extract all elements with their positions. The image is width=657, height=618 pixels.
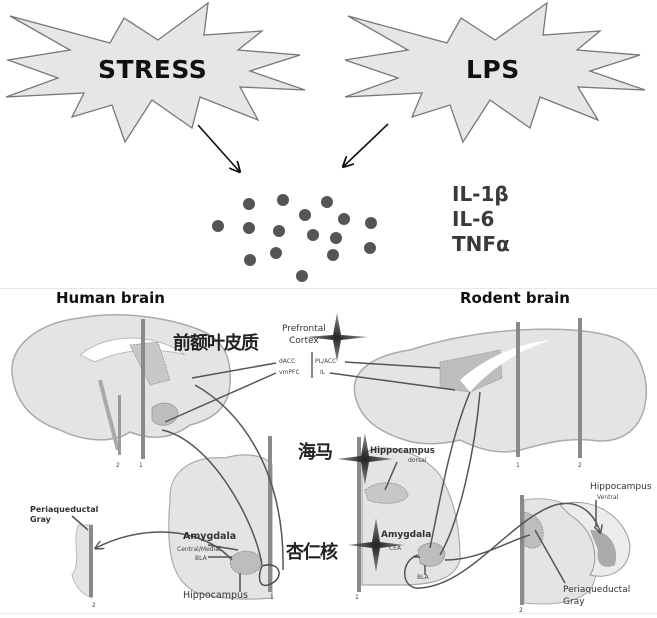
human-pag-slice xyxy=(71,524,93,599)
cytokine-dot xyxy=(296,270,308,282)
rodent-cea-label: CEA xyxy=(389,545,402,552)
hippocampus-cn-label: 海马 xyxy=(298,442,333,463)
amygdala-cn-label: 杏仁核 xyxy=(286,542,338,563)
human-section-bar-1 xyxy=(141,319,145,459)
human-section-label-1b: 1 xyxy=(270,594,274,601)
rodent-section-bar-2 xyxy=(578,318,582,458)
lps-burst xyxy=(344,1,646,144)
cytokine-dot xyxy=(299,209,311,221)
cytokine-dot xyxy=(327,249,339,261)
human-brain-title: Human brain xyxy=(56,289,165,307)
rodent-pag-label-line2: Gray xyxy=(563,597,585,607)
stress-label: STRESS xyxy=(98,55,208,84)
sparkle-star-prefrontal xyxy=(305,313,368,362)
human-section-bar-1b xyxy=(268,436,272,592)
human-bla-label: BLA xyxy=(195,555,207,562)
human-section-bar-2b xyxy=(89,525,93,597)
cytokine-dot xyxy=(244,254,256,266)
cytokine-dot xyxy=(277,194,289,206)
sparkle-star-hippocampus xyxy=(337,433,393,485)
rodent-brain-coronal xyxy=(357,437,461,592)
rodent-section-label-2: 2 xyxy=(578,462,582,469)
rodent-hippocampus-dorsal-label: Hippocampus xyxy=(370,446,435,456)
rodent-dorsal-label: dorsal xyxy=(408,457,427,464)
cytokine-dot xyxy=(270,247,282,259)
human-hippocampus-label: Hippocampus xyxy=(183,590,248,601)
human-brain-coronal xyxy=(168,436,280,600)
stress-burst xyxy=(5,1,306,144)
sparkle-star-amygdala xyxy=(348,518,404,572)
rodent-ventral-label: Ventral xyxy=(597,494,619,501)
human-pag-label-line2: Gray xyxy=(30,515,51,524)
cytokine-dot xyxy=(330,232,342,244)
cytokine-dot xyxy=(365,217,377,229)
cytokine-il1b: IL-1β xyxy=(452,182,509,206)
lps-label: LPS xyxy=(466,55,520,84)
prefrontal-en-line1: Prefrontal xyxy=(282,324,326,334)
rodent-brain-coronal-2 xyxy=(520,495,631,605)
cytokine-dot xyxy=(338,213,350,225)
cytokine-dot xyxy=(243,198,255,210)
lps-arrow xyxy=(344,123,389,166)
cytokine-dot xyxy=(321,196,333,208)
rodent-section-bar-1 xyxy=(516,322,520,457)
rodent-pag-label-line1: Periaqueductal xyxy=(563,585,631,595)
prefrontal-en-line2: Cortex xyxy=(289,336,319,346)
bottom-border xyxy=(0,613,657,614)
rodent-placc-label: PL/ACC xyxy=(315,358,337,365)
human-section-label-2: 2 xyxy=(116,462,120,469)
cytokine-dot xyxy=(307,229,319,241)
stress-arrow xyxy=(197,124,239,171)
rodent-hippocampus-ventral-label: Hippocampus xyxy=(590,482,652,492)
rodent-section-label-1b: 1 xyxy=(355,594,359,601)
rodent-bla-label: BLA xyxy=(417,574,429,581)
human-section-label-2b: 2 xyxy=(92,602,96,609)
rodent-section-label-1: 1 xyxy=(516,462,520,469)
human-dacc-label: dACC xyxy=(279,358,296,365)
cytokine-il6: IL-6 xyxy=(452,207,495,231)
human-vmpfc-label: vmPFC xyxy=(279,369,300,376)
human-amygdala-label: Amygdala xyxy=(183,531,237,542)
rodent-brain-sagittal xyxy=(353,318,647,458)
cytokine-list: IL-1β IL-6 TNFα xyxy=(452,182,510,257)
rodent-amygdala-label: Amygdala xyxy=(381,530,432,540)
cytokine-dot xyxy=(212,220,224,232)
human-pag-label-line1: Periaqueductal xyxy=(30,505,99,514)
human-central-medial-label: Central/Medial xyxy=(177,546,221,553)
section-divider xyxy=(0,288,657,289)
cytokine-dots xyxy=(212,194,377,282)
cytokine-dot xyxy=(364,242,376,254)
prefrontal-cn-label: 前额叶皮质 xyxy=(173,333,259,354)
rodent-section-label-2b: 2 xyxy=(519,607,523,614)
rodent-section-bar-2b xyxy=(520,495,524,605)
human-section-bar-2 xyxy=(118,395,121,455)
human-section-label-1: 1 xyxy=(139,462,143,469)
cytokine-dot xyxy=(273,225,285,237)
connector-lines xyxy=(71,361,600,592)
cytokine-tnfa: TNFα xyxy=(452,232,510,256)
rodent-il-label: IL xyxy=(320,369,326,376)
cytokine-dot xyxy=(243,222,255,234)
rodent-brain-title: Rodent brain xyxy=(460,289,570,307)
rodent-section-bar-1b xyxy=(357,437,361,592)
